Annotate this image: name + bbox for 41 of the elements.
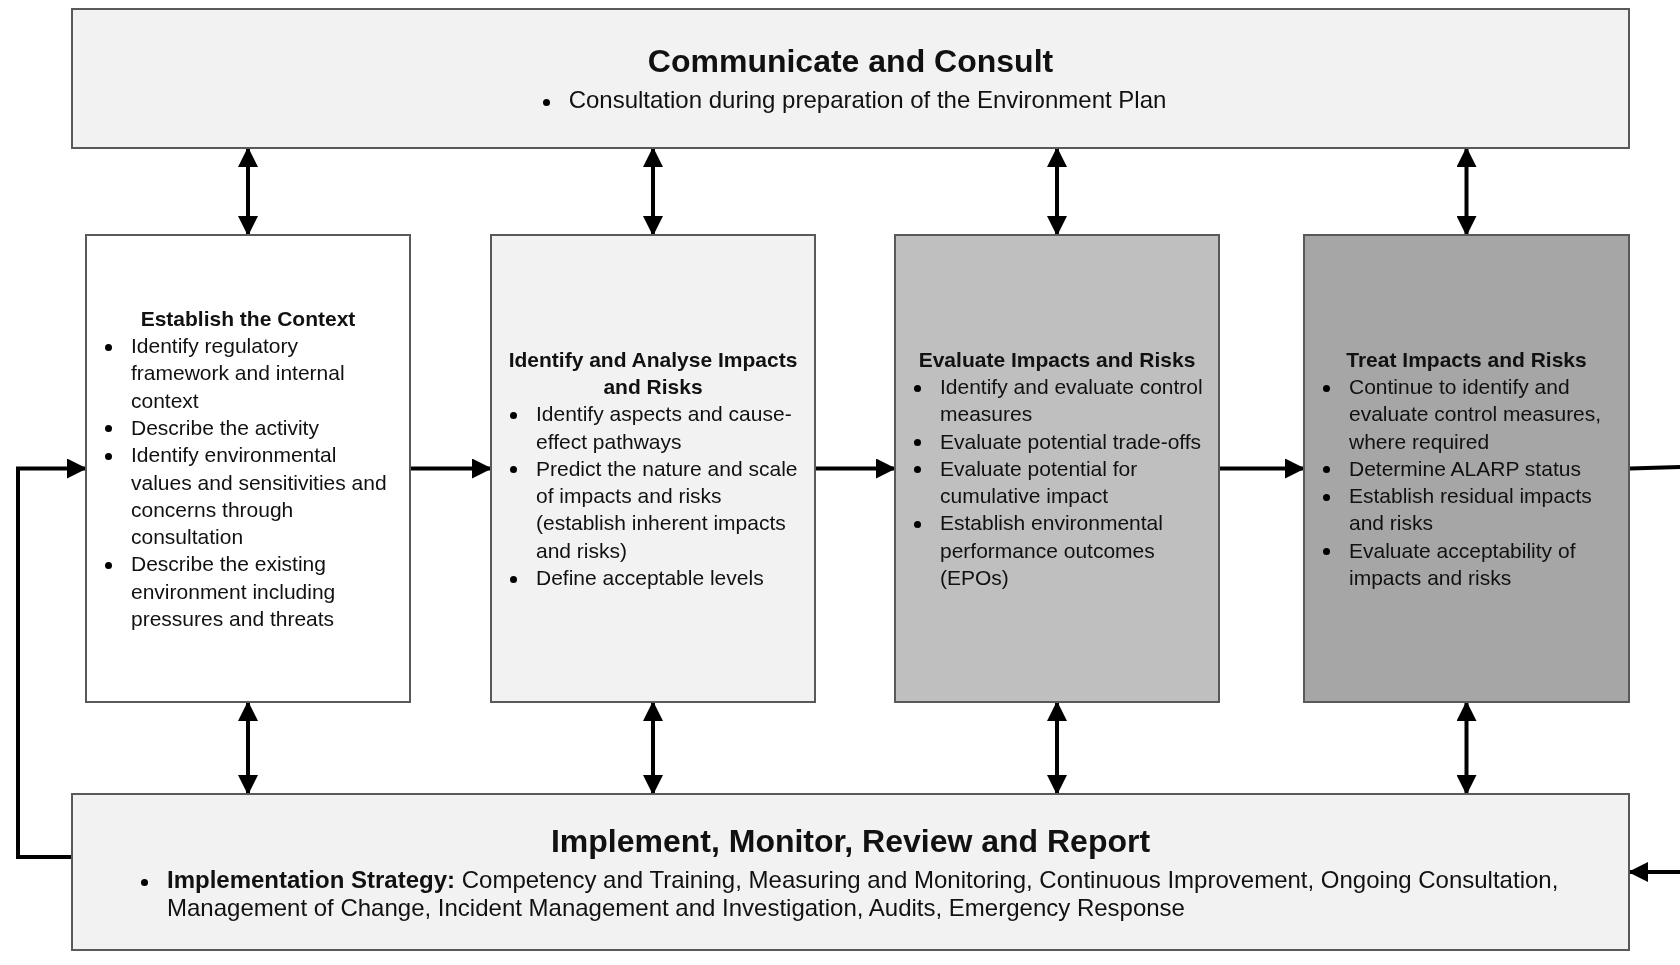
process-box bbox=[71, 793, 1630, 951]
arrow bbox=[16, 458, 87, 859]
bullet-text: Predict the nature and scale of impacts and risks (establish inherent impacts and risks) bbox=[536, 456, 798, 562]
arrow bbox=[1220, 458, 1305, 479]
bullet-text: Consultation during preparation of the Environment Plan bbox=[568, 86, 1167, 113]
arrow bbox=[1456, 147, 1477, 236]
arrow bbox=[816, 458, 896, 479]
process-box bbox=[85, 234, 411, 703]
bullet-text: Identify environmental values and sensitivities and concerns through consultation bbox=[131, 443, 387, 549]
arrow bbox=[643, 147, 663, 236]
bullet-text: Evaluate acceptability of impacts and risks bbox=[1349, 538, 1576, 590]
bullet-text: Identify aspects and cause-effect pathways bbox=[536, 402, 792, 453]
arrow bbox=[238, 701, 258, 795]
bullet-text: Evaluate potential trade-offs bbox=[940, 429, 1202, 453]
process-box bbox=[490, 234, 816, 703]
arrow bbox=[1047, 147, 1067, 236]
box-heading: Treat Impacts and Risks bbox=[1345, 346, 1588, 373]
bullet-text: Describe the activity bbox=[131, 415, 319, 439]
box-heading: Identify and Analyse Impacts and Risks bbox=[507, 346, 799, 400]
bullet-text: Implementation Strategy: Competency and Training, Measuring and Monitoring, Continuous Improvement, Ongoing Consultation, Management of Change, Incident Management and Investigation, Audits, Emergency Response bbox=[167, 865, 1559, 921]
process-box bbox=[894, 234, 1220, 703]
bullet-text: Define acceptable levels bbox=[536, 566, 764, 590]
process-box bbox=[71, 8, 1630, 149]
bullet-text: Continue to identify and evaluate control measures, where required bbox=[1349, 374, 1602, 453]
box-heading: Establish the Context bbox=[139, 305, 357, 332]
process-box bbox=[1303, 234, 1630, 703]
bullet-text: Evaluate potential for cumulative impact bbox=[940, 456, 1138, 508]
bullet-text: Determine ALARP status bbox=[1349, 456, 1581, 480]
box-heading: Communicate and Consult bbox=[646, 43, 1055, 80]
bullet-text: Identify and evaluate control measures bbox=[940, 374, 1203, 426]
arrow bbox=[1047, 701, 1067, 795]
bullet-text: Describe the existing environment including pressures and threats bbox=[131, 552, 336, 630]
bullet-text: Identify regulatory framework and internal context bbox=[131, 334, 345, 412]
bullet-text: Establish residual impacts and risks bbox=[1349, 484, 1592, 535]
arrow bbox=[643, 701, 663, 795]
box-heading: Implement, Monitor, Review and Report bbox=[549, 822, 1152, 860]
bullet-text: Establish environmental performance outcomes (EPOs) bbox=[940, 511, 1163, 590]
box-heading: Evaluate Impacts and Risks bbox=[917, 346, 1197, 373]
arrow bbox=[411, 458, 492, 479]
arrow bbox=[1456, 701, 1477, 795]
arrow bbox=[238, 147, 258, 236]
